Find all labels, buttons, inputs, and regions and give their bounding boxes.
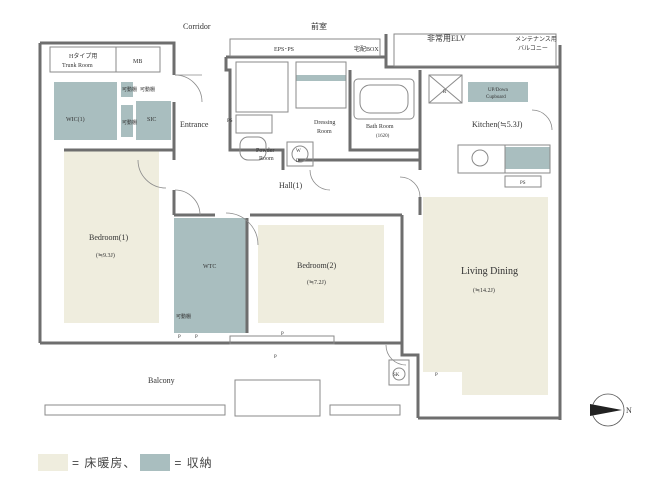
interior-lines [44,33,557,417]
front-room-label: 前室 [311,21,327,31]
delivery-box-label: 宅配BOX [354,45,379,53]
storage-swatch [140,453,171,471]
bedroom1-size-label: (≒9.3J) [96,252,115,259]
p-label-5: P [435,373,438,378]
mb-label: MB [133,59,142,65]
ps-kitchen-label: PS [520,181,526,186]
living-label: Living Dining [461,266,518,277]
entrance-label: Entrance [180,120,209,129]
r-mark-label: R [443,90,447,95]
north-label: N [626,406,632,415]
living-size-label: (≒14.2J) [473,287,495,294]
bedroom2-size-label: (≒7.2J) [307,279,326,286]
wic-label: WIC(1) [66,116,85,123]
kitchen-label: Kitchen(≒5.3J) [472,120,523,129]
corridor-label: Corridor [183,22,211,31]
powder-room-label-1: Powder [256,148,274,154]
bath-room-label: Bath Room [366,124,394,130]
bath-size-label: (1620) [376,134,390,139]
bedroom2-label: Bedroom(2) [297,261,336,270]
balcony-label: Balcony [148,376,175,385]
washer-w-label: W [296,149,301,154]
dressing-room-label-2: Room [317,129,332,135]
eps-ps-label: EPS･PS [274,47,294,53]
floor-heating-areas [64,151,548,395]
updown-cupboard [468,82,528,102]
sic-label: SIC [147,117,156,123]
sic-storage [136,101,171,140]
wtc-label: WTC [203,264,216,270]
wtc-storage [174,218,247,333]
emergency-elv-label: 非常用ELV [427,33,466,43]
doors [137,74,553,366]
closet-label-1: 可動棚 [122,86,137,93]
storage-areas [54,75,550,333]
closet-label-2: 可動棚 [140,86,155,93]
closet-storage-1 [121,82,133,97]
washer-d-label: D [296,159,300,164]
powder-room-label-2: Room [259,156,274,162]
floor-heating-swatch [38,453,68,471]
ps-left-label: PS [227,119,233,124]
p-label-1: P [178,335,181,340]
dressing-shelf [296,75,346,81]
kitchen-counter-top [505,147,550,169]
maintenance-balcony-label-1: メンテナンス用 [515,36,557,43]
sk-label: SK [393,373,400,378]
legend: = 床暖房、 = 収納 [38,452,217,472]
floor-plan: Corridor 前室 EPS･PS 宅配BOX 非常用ELV メンテナンス用 … [38,21,632,427]
labels: Corridor 前室 EPS･PS 宅配BOX 非常用ELV メンテナンス用 … [62,21,557,385]
bedroom2-floor [258,225,384,323]
walls [38,34,562,420]
updown-label-1: UP/Down [488,88,509,93]
wtc-shelf-label: 可動棚 [176,313,191,320]
trunk-room-label-1: Hタイプ用 [69,52,97,60]
storage-legend-text: = 収納 [174,455,213,470]
closet-storage-2 [121,105,133,137]
updown-label-2: Cupboard [486,95,506,100]
trunk-room-label-2: Trunk Room [62,63,93,69]
living-floor [423,197,548,395]
dressing-room-label-1: Dressing [314,120,335,126]
bedroom1-label: Bedroom(1) [89,233,128,242]
wic-storage [54,82,117,140]
p-label-3: P [281,332,284,337]
closet-label-3: 可動棚 [122,119,137,126]
floor-heating-legend-text: = 床暖房、 [72,455,137,470]
maintenance-balcony-label-2: バルコニー [518,45,548,52]
p-label-4: P [274,355,277,360]
hall-label: Hall(1) [279,181,302,190]
bedroom1-floor [64,151,159,323]
north-arrow-icon: N [590,393,632,427]
p-label-2: P [195,335,198,340]
